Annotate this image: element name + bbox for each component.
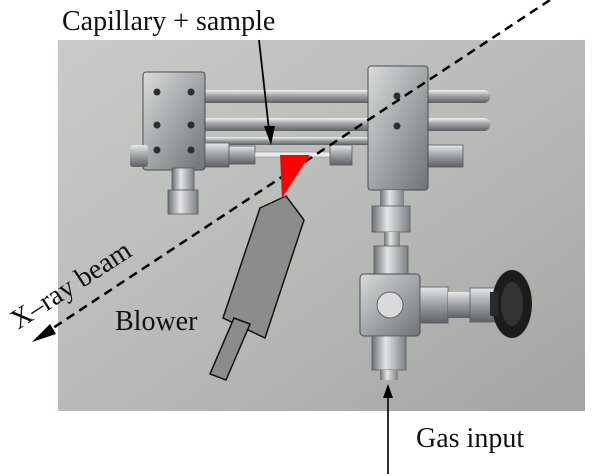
- blower-shape: [209, 195, 305, 381]
- capillary-arrow: [258, 39, 270, 131]
- capillary-label: Capillary + sample: [62, 6, 275, 37]
- gas-line: [359, 190, 421, 380]
- blower-label: Blower: [115, 306, 198, 337]
- capillary-arrowhead: [264, 126, 275, 145]
- gas-input-label: Gas input: [416, 423, 524, 454]
- valve-assembly: [419, 270, 532, 338]
- gas-input-arrowhead: [383, 384, 393, 398]
- xray-beam-line: [49, 0, 551, 332]
- sample-triangle: [280, 155, 310, 198]
- xray-beam-arrowhead: [32, 324, 56, 342]
- left-mounting-block: [130, 71, 206, 215]
- right-mounting-block: [367, 65, 429, 191]
